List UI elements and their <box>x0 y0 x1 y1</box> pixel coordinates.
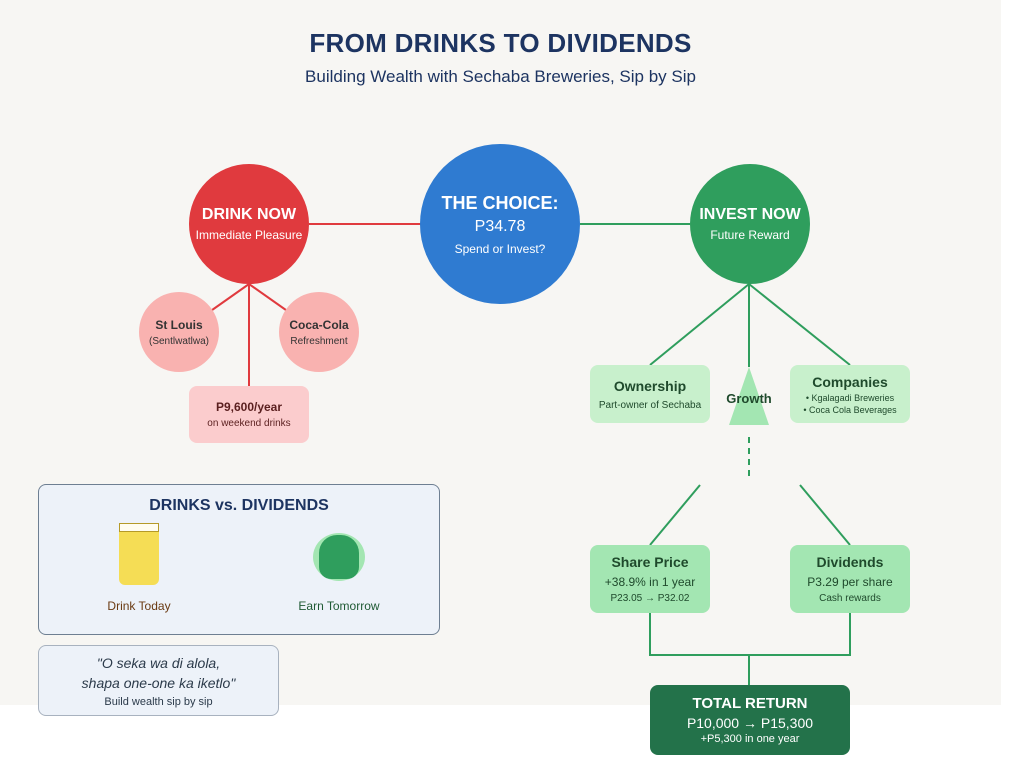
total-return-gain: +P5,300 in one year <box>700 733 800 745</box>
choice-node: THE CHOICE: P34.78 Spend or Invest? <box>420 144 580 304</box>
connector-dividends-total <box>749 613 851 656</box>
share-price-box: Share Price +38.9% in 1 year P23.05 → P3… <box>590 545 710 613</box>
share-price-title: Share Price <box>611 554 689 570</box>
drink-cost-note: on weekend drinks <box>207 418 291 429</box>
coca-cola-node: Coca-Cola Refreshment <box>279 292 359 372</box>
dividend-coin-icon <box>319 535 359 579</box>
quote-box: "O seka wa di alola, shapa one-one ka ik… <box>38 645 279 716</box>
dividends-title: Dividends <box>816 554 884 570</box>
st-louis-title: St Louis <box>155 317 203 332</box>
drink-now-node: DRINK NOW Immediate Pleasure <box>189 164 309 284</box>
companies-title: Companies <box>812 373 888 390</box>
comparison-panel: DRINKS vs. DIVIDENDS Drink Today Earn To… <box>38 484 440 635</box>
companies-item: • Kgalagadi Breweries <box>805 392 895 403</box>
drink-cost-amount: P9,600/year <box>215 400 283 414</box>
growth-label: Growth <box>726 391 772 406</box>
quote-line-1: "O seka wa di alola, <box>96 655 221 671</box>
drink-cost-box: P9,600/year on weekend drinks <box>189 386 309 443</box>
companies-box: Companies • Kgalagadi Breweries • Coca C… <box>790 365 910 423</box>
invest-now-node: INVEST NOW Future Reward <box>690 164 810 284</box>
coca-cola-subtitle: Refreshment <box>290 335 348 347</box>
drink-glass-icon <box>119 525 159 585</box>
total-return-amount: P10,000 → P15,300 <box>686 715 814 731</box>
choice-question: Spend or Invest? <box>454 241 546 256</box>
drink-now-title: DRINK NOW <box>201 206 297 223</box>
connector-invest-ownership <box>649 283 750 366</box>
page-subtitle: Building Wealth with Sechaba Breweries, … <box>305 67 696 86</box>
growth-triangle <box>729 367 769 425</box>
ownership-title: Ownership <box>613 377 687 394</box>
share-price-change: +38.9% in 1 year <box>604 575 696 589</box>
comparison-title: DRINKS vs. DIVIDENDS <box>149 497 329 514</box>
ownership-subtitle: Part-owner of Sechaba <box>598 399 702 411</box>
share-price-range: P23.05 → P32.02 <box>610 593 690 604</box>
st-louis-subtitle: (Sentlwatlwa) <box>148 335 210 347</box>
total-return-title: TOTAL RETURN <box>692 695 808 712</box>
st-louis-node: St Louis (Sentlwatlwa) <box>139 292 219 372</box>
drink-now-subtitle: Immediate Pleasure <box>195 228 303 242</box>
invest-now-title: INVEST NOW <box>699 206 801 223</box>
invest-now-subtitle: Future Reward <box>710 228 790 242</box>
choice-title: THE CHOICE: <box>441 192 559 213</box>
companies-item: • Coca Cola Beverages <box>803 404 897 415</box>
dividends-box: Dividends P3.29 per share Cash rewards <box>790 545 910 613</box>
earn-tomorrow-label: Earn Tomorrow <box>298 599 380 613</box>
drink-glass-rim <box>119 523 159 532</box>
drink-today-label: Drink Today <box>107 599 171 613</box>
page-title: FROM DRINKS TO DIVIDENDS <box>309 28 692 58</box>
total-return-box: TOTAL RETURN P10,000 → P15,300 +P5,300 i… <box>650 685 850 755</box>
quote-caption: Build wealth sip by sip <box>104 696 213 708</box>
connector-growth-dividends <box>799 484 851 546</box>
connector-growth-share <box>649 484 701 546</box>
dividends-note: Cash rewards <box>819 593 881 604</box>
dividends-amount: P3.29 per share <box>807 575 893 589</box>
connector-share-total <box>649 613 750 685</box>
choice-amount: P34.78 <box>474 217 526 235</box>
connector-invest-companies <box>748 283 851 366</box>
ownership-box: Ownership Part-owner of Sechaba <box>590 365 710 423</box>
coca-cola-title: Coca-Cola <box>289 317 349 332</box>
quote-line-2: shapa one-one ka iketlo" <box>81 675 236 691</box>
